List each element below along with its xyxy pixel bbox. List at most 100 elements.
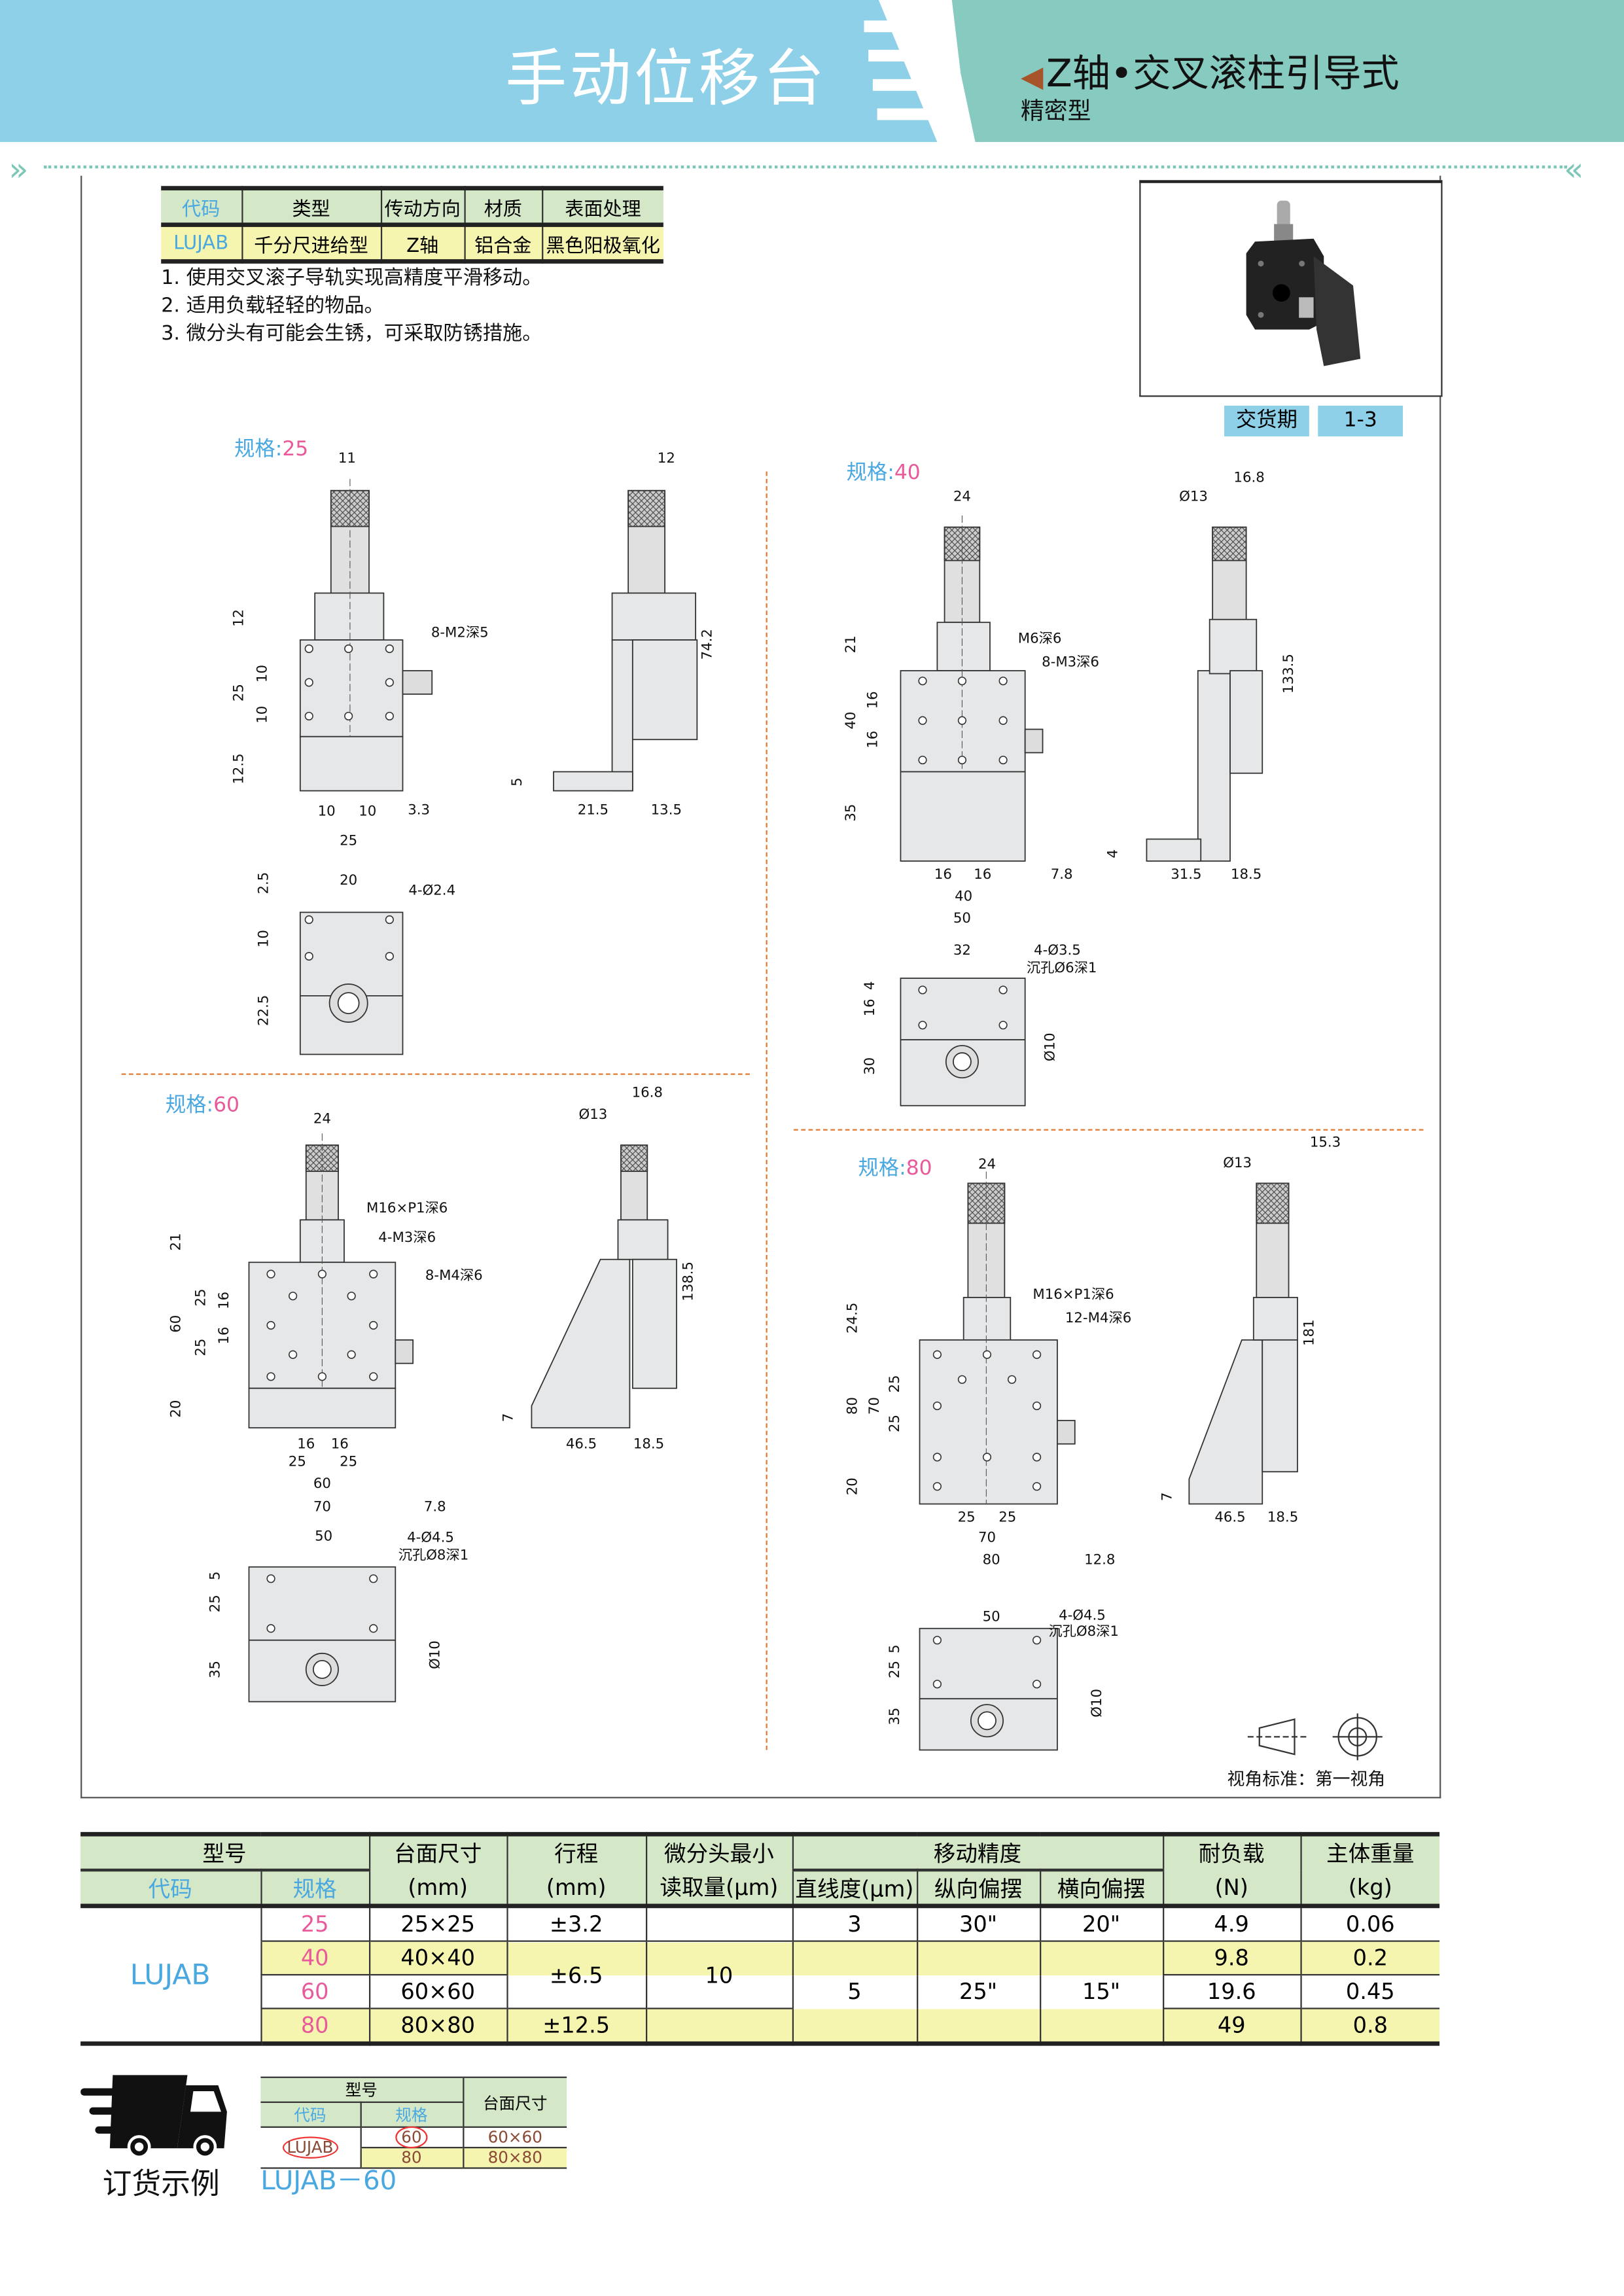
load: 19.6 (1161, 1975, 1301, 2009)
mounting-hole (998, 1021, 1008, 1030)
order-table-size: 80×80 (462, 2147, 567, 2168)
dimension-label: 16.8 (632, 1084, 663, 1101)
stage-top-block (962, 1297, 1012, 1341)
model-code: LUJAB (80, 1905, 261, 2046)
content-frame (80, 175, 1441, 1799)
side-bracket (531, 1258, 631, 1429)
header-yaw: 横向偏摆 (1038, 1870, 1163, 1906)
dimension-label: 4 (862, 981, 878, 990)
dimension-label: 70 (313, 1499, 331, 1515)
dimension-label: 25 (887, 1415, 903, 1432)
dimension-label: 60 (313, 1475, 331, 1492)
mounting-hole (998, 755, 1008, 765)
dimension-label: 24 (313, 1111, 331, 1127)
value-material: 铝合金 (463, 224, 542, 262)
dimension-label: 16 (216, 1292, 232, 1309)
mounting-hole (304, 644, 313, 654)
mounting-hole (344, 644, 353, 654)
order-row: LUJAB 60 60×60 (260, 2126, 567, 2169)
mounting-hole (369, 1624, 378, 1633)
dimension-label: 3.3 (408, 802, 430, 818)
header-size: 规格 (260, 1870, 370, 1906)
micrometer-knurl (627, 489, 665, 527)
header-micro-unit: 读取量(μm) (644, 1870, 792, 1906)
mounting-hole (289, 1292, 298, 1301)
dimension-label: 25 (887, 1661, 903, 1678)
dimension-label: 沉孔Ø8深1 (1048, 1623, 1119, 1640)
dimension-label: 10 (256, 930, 272, 947)
dimension-label: 12 (231, 609, 247, 627)
dotted-divider (44, 165, 1567, 169)
truck-icon (80, 2075, 227, 2159)
side-base (553, 771, 633, 792)
stroke: ±3.2 (506, 1905, 646, 1941)
delivery-value: 1-3 (1318, 405, 1403, 436)
order-header-row: 型号 台面尺寸 (260, 2077, 567, 2127)
dimension-label: 21 (168, 1233, 184, 1250)
order-size: 60 (359, 2126, 463, 2149)
size: 25 (260, 1905, 370, 1941)
spec-table: 代码 类型 传动方向 材质 表面处理 LUJAB 千分尺进给型 Z轴 铝合金 黑… (161, 186, 663, 264)
header-finish: 表面处理 (540, 188, 663, 225)
mounting-hole (347, 1292, 356, 1301)
mounting-hole (1032, 1350, 1042, 1359)
mounting-hole (385, 644, 394, 654)
stage-base (299, 735, 404, 792)
triangle-icon: ◀ (1020, 58, 1044, 94)
micrometer-knurl (1256, 1182, 1290, 1224)
mounting-hole (347, 1350, 356, 1359)
dimension-label: 60 (168, 1315, 184, 1333)
mounting-hole (932, 1453, 942, 1462)
page-title: 手动位移台 (505, 42, 828, 115)
micrometer-mount-inner (952, 1052, 972, 1072)
micrometer-knurl (1212, 526, 1247, 561)
bottom-view-body (299, 911, 404, 1055)
dimension-label: 沉孔Ø8深1 (398, 1547, 469, 1564)
dimension-label: 25 (192, 1288, 209, 1306)
dimension-label: 16 (297, 1436, 315, 1452)
header-weight: 主体重量 (1299, 1834, 1440, 1871)
dimension-label: 16 (865, 731, 881, 749)
side-bracket-top (617, 1219, 669, 1260)
header-accuracy: 移动精度 (791, 1834, 1163, 1872)
stage-base (248, 1387, 397, 1429)
mounting-hole (932, 1680, 942, 1689)
order-example-title: 订货示例 (102, 2166, 220, 2201)
dimension-label: 50 (315, 1528, 332, 1544)
order-table-size: 60×60 (462, 2127, 567, 2148)
header-stripe (872, 79, 961, 91)
stage-base (900, 771, 1026, 862)
dimension-label: 25 (340, 1453, 357, 1470)
dimension-label: 16 (934, 866, 952, 883)
table-size: 80×80 (368, 2008, 507, 2044)
header-load-unit: (N) (1161, 1870, 1301, 1906)
header-band-blue (0, 0, 938, 143)
order-code: LUJAB (260, 2127, 361, 2169)
dimension-label: 18.5 (633, 1436, 664, 1452)
dimension-label: M16×P1深6 (366, 1200, 448, 1216)
mounting-hole (385, 711, 394, 721)
header-type: 类型 (241, 188, 381, 225)
dimension-label: 2.5 (256, 872, 272, 894)
chevron-left-icon: « (1564, 152, 1584, 189)
header-stripe (877, 108, 965, 120)
dimension-label: 25 (231, 684, 247, 701)
stage-body (919, 1339, 1058, 1505)
dimension-label: 46.5 (1214, 1509, 1245, 1525)
side-base (1146, 838, 1202, 862)
mounting-hole (385, 915, 394, 925)
order-header-code: 代码 (294, 2106, 327, 2125)
dimension-label: 25 (340, 832, 357, 849)
mounting-hole (385, 951, 394, 961)
dimension-label: 25 (192, 1339, 209, 1356)
value-code: LUJAB (173, 232, 229, 255)
dimension-label: 12.5 (231, 753, 247, 784)
side-column (1229, 670, 1263, 774)
svg-text:规格:25: 规格:25 (234, 437, 308, 461)
value-finish: 黑色阳极氧化 (540, 224, 663, 262)
first-angle-projection-icon (1247, 1713, 1383, 1761)
dimension-label: 25 (958, 1509, 976, 1525)
lock-knob (395, 1339, 414, 1364)
dimension-label: 18.5 (1231, 866, 1262, 883)
order-example-code: LUJAB－60 (260, 2166, 397, 2197)
